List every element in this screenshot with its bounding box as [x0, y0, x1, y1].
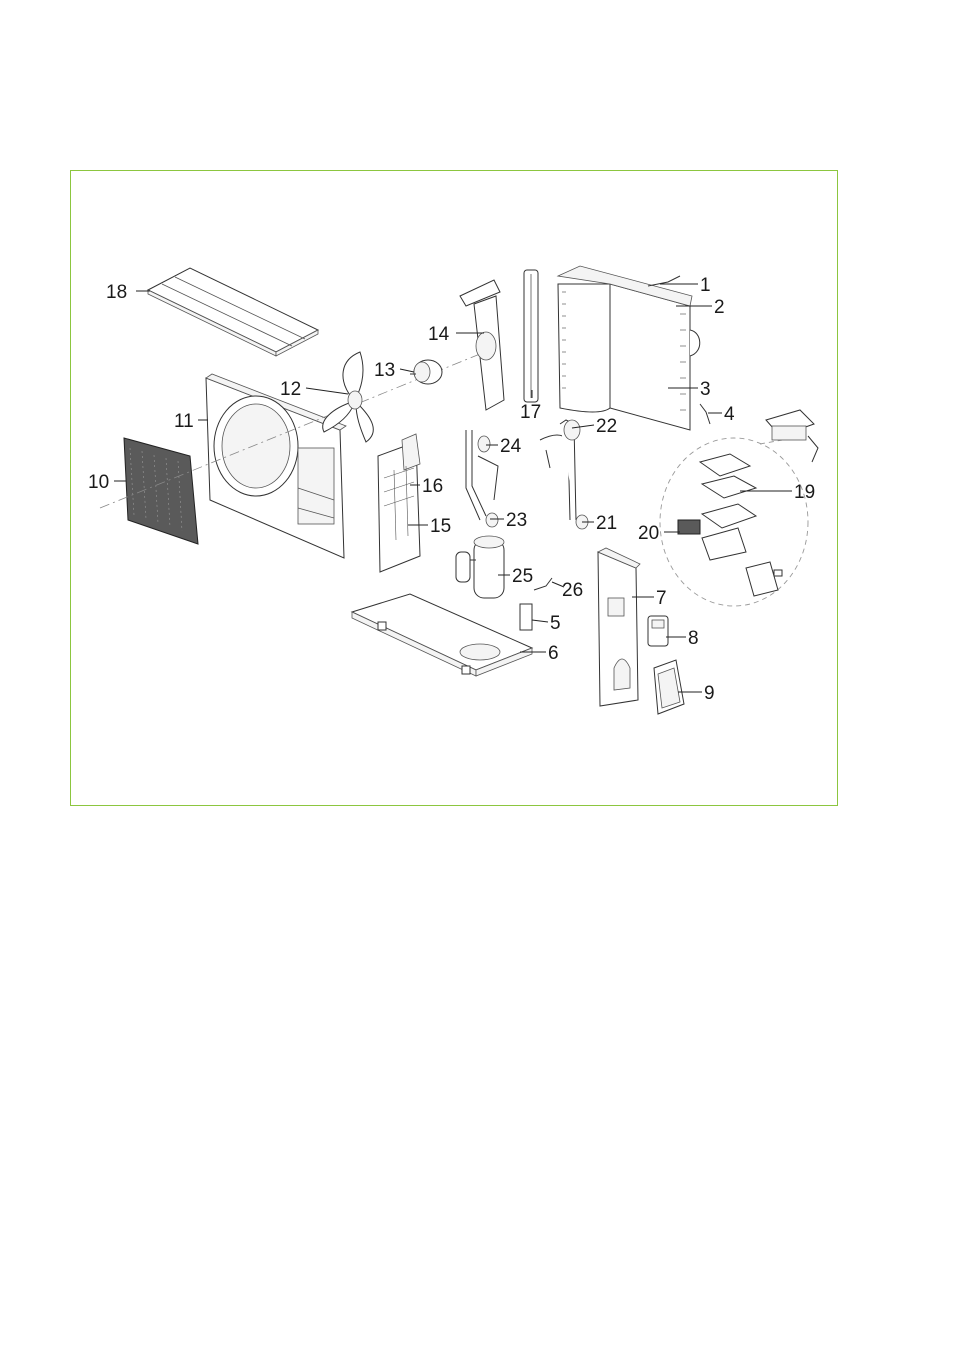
- part-front-grille: [123, 437, 199, 545]
- part-valve-cover-small: [647, 615, 669, 647]
- callout-4: 4: [724, 404, 735, 425]
- callout-23: 23: [506, 510, 527, 531]
- part-small-bracket: [519, 603, 533, 631]
- callout-24: 24: [500, 436, 522, 457]
- part-valve-assembly-left: [465, 430, 499, 528]
- part-seal-strip: [523, 269, 539, 403]
- callout-19: 19: [794, 482, 815, 503]
- part-partition-panel: [377, 433, 421, 573]
- part-motor-bracket: [459, 279, 505, 411]
- callout-26: 26: [562, 580, 583, 601]
- callout-labels: 1 2 3 4 5 6 7 8 9 10 11 12 13 14 15 16 1…: [88, 275, 815, 704]
- callout-5: 5: [550, 613, 561, 634]
- callout-7: 7: [656, 588, 667, 609]
- part-front-panel: [205, 373, 347, 559]
- callout-22: 22: [596, 416, 617, 437]
- callout-3: 3: [700, 379, 711, 400]
- callout-1: 1: [700, 275, 711, 296]
- callout-16: 16: [422, 476, 443, 497]
- part-top-cover: [146, 267, 320, 357]
- part-compressor: [455, 535, 505, 599]
- callout-9: 9: [704, 683, 715, 704]
- callout-12: 12: [280, 379, 301, 400]
- callout-13: 13: [374, 360, 395, 381]
- callout-21: 21: [596, 513, 617, 534]
- part-fan-blade: [322, 351, 374, 443]
- part-control-box-group: [659, 409, 819, 607]
- callout-25: 25: [512, 566, 533, 587]
- callout-20: 20: [638, 523, 659, 544]
- part-base-tray: [350, 593, 534, 677]
- part-valve-cover-large: [653, 659, 685, 715]
- callout-14: 14: [428, 324, 450, 345]
- part-right-side-panel: [597, 547, 641, 707]
- part-fan-motor: [410, 359, 443, 385]
- callout-17: 17: [520, 402, 541, 423]
- callout-6: 6: [548, 643, 559, 664]
- callout-2: 2: [714, 297, 725, 318]
- callout-18: 18: [106, 282, 127, 303]
- leader-lines: [114, 283, 792, 693]
- part-condenser-coil: [556, 265, 711, 431]
- callout-10: 10: [88, 472, 109, 493]
- part-small-tube: [533, 577, 553, 591]
- callout-8: 8: [688, 628, 699, 649]
- diagram-frame: [70, 170, 838, 806]
- callout-11: 11: [174, 411, 194, 432]
- part-valve-assembly-right: [539, 419, 589, 530]
- callout-15: 15: [430, 516, 451, 537]
